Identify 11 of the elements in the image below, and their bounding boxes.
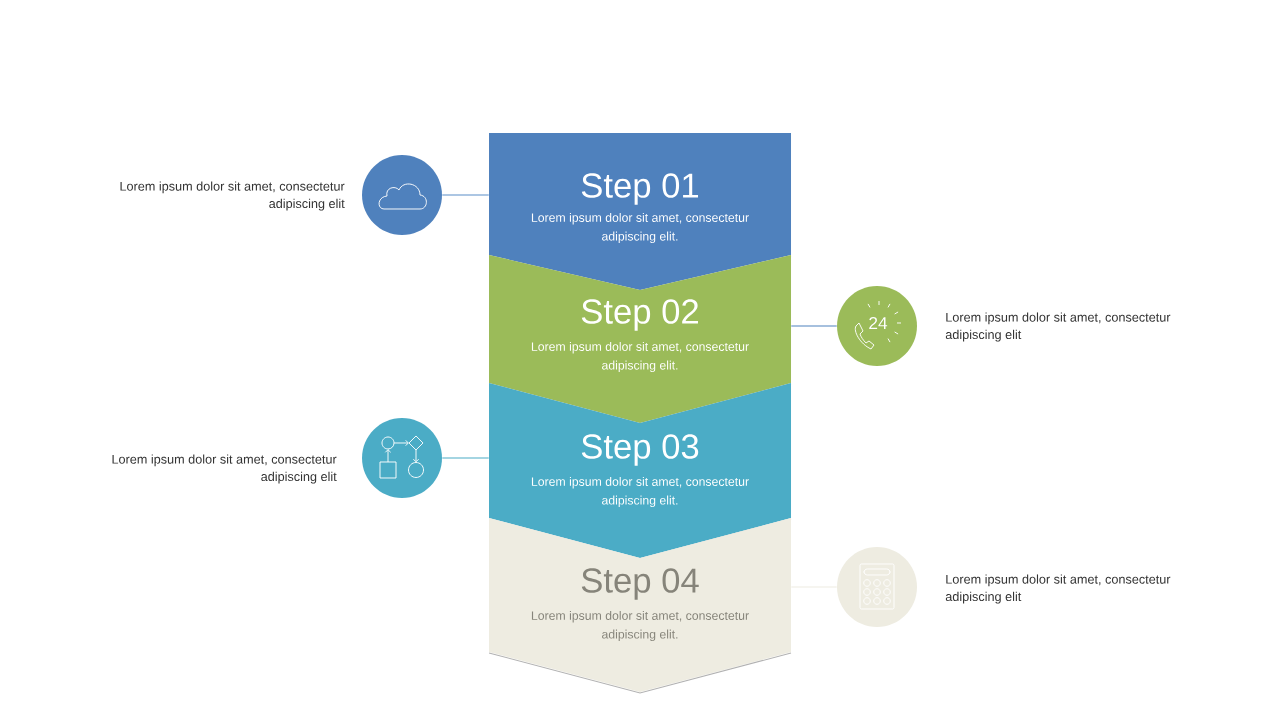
step-banner: Step 02 Lorem ipsum dolor sit amet, consectetur adipiscing elit. [488, 255, 792, 425]
step-banner: Step 04 Lorem ipsum dolor sit amet, consectetur adipiscing elit. [488, 518, 792, 694]
connector-line [441, 194, 490, 196]
side-text: Lorem ipsum dolor sit amet, consectetur adipiscing elit [945, 574, 1171, 604]
side-text: Lorem ipsum dolor sit amet, consectetur adipiscing elit [112, 454, 337, 484]
side-text: Lorem ipsum dolor sit amet, consectetur adipiscing elit [945, 312, 1171, 342]
step-banner: Step 01 Lorem ipsum dolor sit amet, consectetur adipiscing elit. [488, 133, 792, 292]
side-text: Lorem ipsum dolor sit amet, consectetur adipiscing elit [120, 181, 345, 211]
step-banner: Step 03 Lorem ipsum dolor sit amet, consectetur adipiscing elit. [488, 383, 792, 560]
connector-line [441, 457, 490, 459]
connector-line [790, 325, 838, 327]
